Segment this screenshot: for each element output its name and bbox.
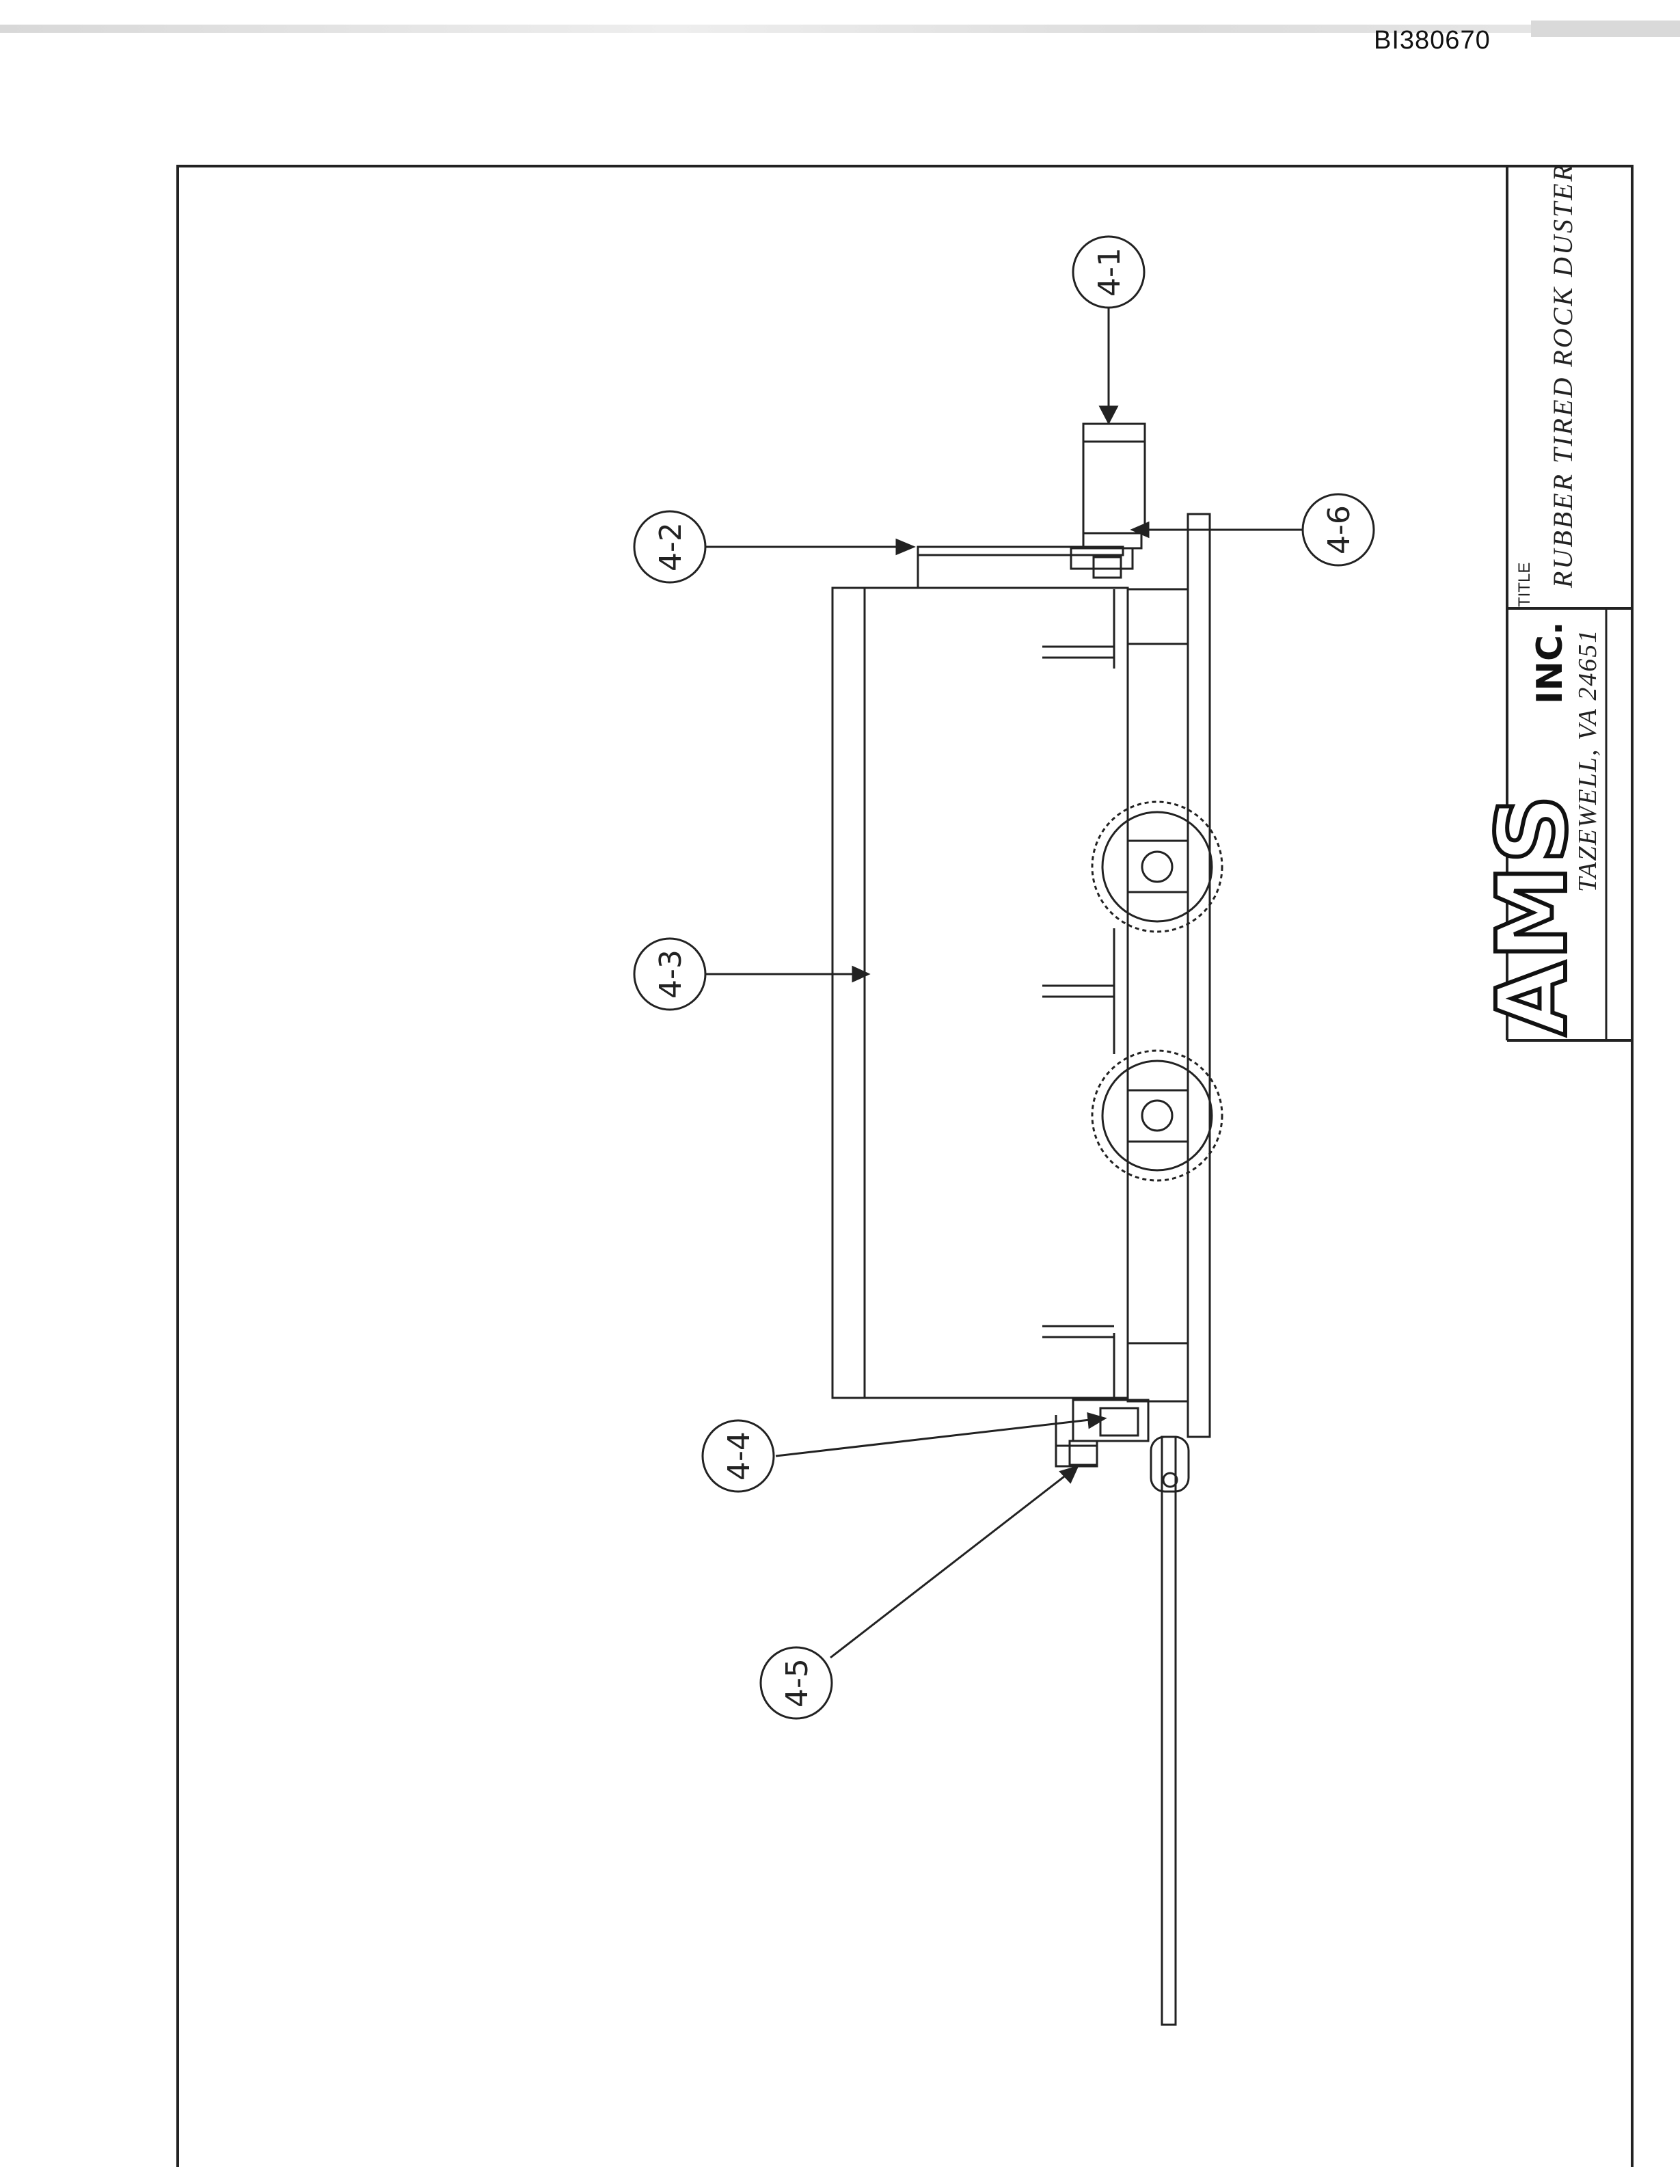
svg-text:4-1: 4-1 <box>1092 247 1127 297</box>
svg-text:4-5: 4-5 <box>780 1658 815 1708</box>
company-logo: AMS <box>1477 794 1588 1036</box>
callout-4-4: 4-4 <box>701 1419 775 1493</box>
svg-text:4-3: 4-3 <box>653 949 688 999</box>
callout-bubbles: 4-1 4-2 4-3 4-4 4-5 4-6 <box>633 235 1375 1720</box>
company-address: TAZEWELL, VA 24651 <box>1573 629 1602 892</box>
scan-artifact-bar <box>0 25 1680 33</box>
title-label: TITLE <box>1515 563 1534 607</box>
svg-text:4-6: 4-6 <box>1322 505 1357 554</box>
drawing-title: RUBBER TIRED ROCK DUSTER <box>1547 163 1578 589</box>
callout-4-5: 4-5 <box>759 1646 833 1720</box>
lower-gearbox <box>1072 1399 1150 1442</box>
svg-text:4-4: 4-4 <box>722 1431 757 1481</box>
callout-4-2: 4-2 <box>633 510 707 584</box>
blower-motor <box>1082 422 1146 535</box>
title-block: TITLE RUBBER TIRED ROCK DUSTER AMS INC. … <box>1475 163 1632 1042</box>
tow-bar <box>1161 1435 1177 2026</box>
scan-artifact-patch <box>1531 21 1680 37</box>
callout-4-6: 4-6 <box>1301 493 1375 567</box>
chassis-frame <box>1126 588 1189 1403</box>
svg-text:4-2: 4-2 <box>653 522 688 571</box>
callout-4-3: 4-3 <box>633 937 707 1011</box>
hopper-tank <box>831 587 1129 1399</box>
rock-duster-side-view <box>831 422 1223 2026</box>
frame-posts <box>1042 589 1115 1398</box>
company-suffix: INC. <box>1530 621 1571 704</box>
callout-4-1: 4-1 <box>1072 235 1146 309</box>
document-id: BI380670 <box>1374 26 1491 55</box>
callout-leaders <box>705 299 1302 1659</box>
drawing-border <box>176 165 1634 2167</box>
